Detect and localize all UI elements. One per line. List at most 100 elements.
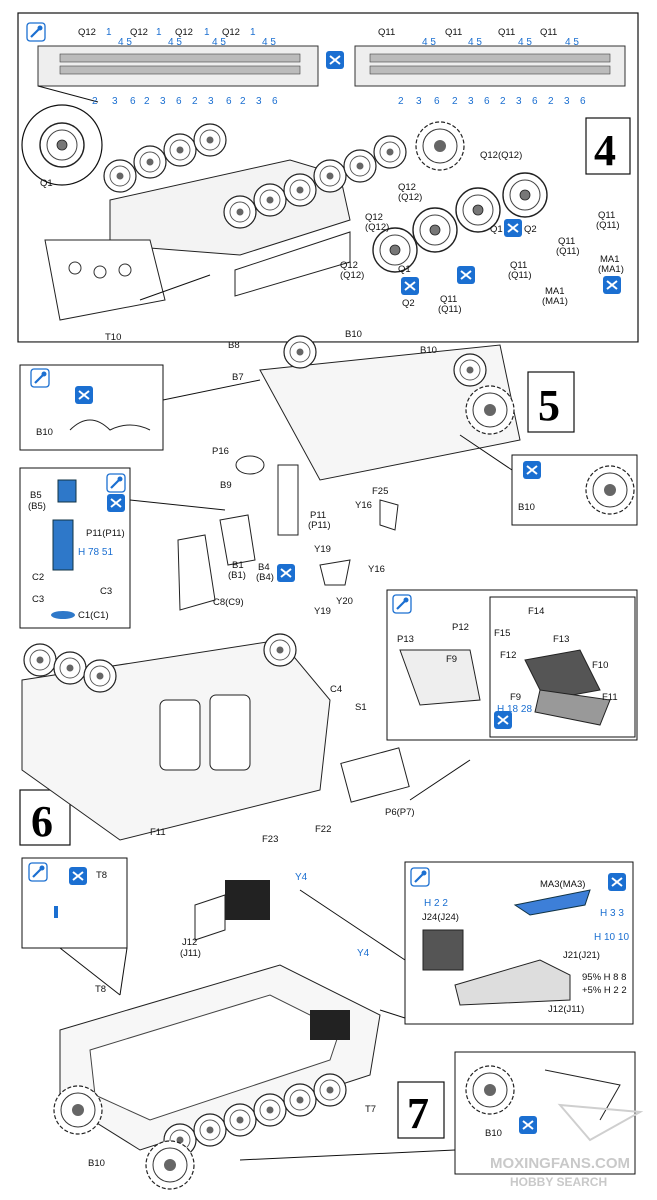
- part-number-45: 4 5: [422, 37, 436, 48]
- hull-rear: [259, 335, 521, 481]
- option-icon: [518, 1115, 538, 1135]
- p13-label: P13: [397, 634, 414, 645]
- callout-q11: Q11: [598, 210, 615, 221]
- step-4-number: 4: [594, 126, 616, 175]
- y19-label: Y19: [314, 606, 331, 617]
- paint-code: H 18 28: [497, 704, 532, 715]
- y4-label: Y4: [357, 948, 370, 959]
- s1-label: S1: [355, 702, 367, 713]
- b10-label: B10: [88, 1158, 105, 1169]
- callout-q11: (Q11): [596, 220, 620, 231]
- part-number: 3: [564, 96, 570, 107]
- c3-label: C3: [100, 586, 112, 597]
- part-number: 3: [416, 96, 422, 107]
- option-icon: [503, 218, 523, 238]
- part-number: 6: [272, 96, 278, 107]
- b10-label: B10: [345, 329, 362, 340]
- part-number-45: 4 5: [518, 37, 532, 48]
- part-number: 2: [452, 96, 458, 107]
- t8-label: T8: [96, 870, 107, 881]
- part-p11: [277, 464, 299, 536]
- option-icon: [400, 276, 420, 296]
- callout-q12: (Q12): [340, 270, 364, 281]
- b4-label: B4: [258, 562, 270, 573]
- step-7-number-box: [397, 1081, 445, 1139]
- step-6: 6 C4 S1 P6(P7) F11 F22 F23 P13 P12 F9 F1…: [19, 589, 638, 846]
- wheel-icon: [39, 122, 85, 168]
- callout-q12: Q12: [398, 182, 416, 193]
- j12-label: J12: [182, 937, 197, 948]
- p6-label: P6(P7): [385, 807, 415, 818]
- f12-label: F12: [500, 650, 516, 661]
- c3-label: C3: [32, 594, 44, 605]
- glue-icon: [27, 861, 49, 883]
- j21-label: J21(J21): [563, 950, 600, 961]
- t8-label: T8: [95, 984, 106, 995]
- part-number: 6: [130, 96, 136, 107]
- part-number-1: 1: [204, 27, 210, 38]
- q11-label: Q11: [378, 27, 395, 38]
- f13-label: F13: [553, 634, 569, 645]
- glue-icon: [391, 593, 413, 615]
- step-7-number: 7: [407, 1089, 429, 1138]
- part-number: 6: [580, 96, 586, 107]
- wheel-icon: [412, 207, 458, 253]
- t7-label: T7: [365, 1104, 376, 1115]
- step-4-number-box: [585, 117, 631, 175]
- part-number-45: 4 5: [168, 37, 182, 48]
- track-diagram-right: [354, 45, 626, 87]
- q11-label: Q11: [498, 27, 515, 38]
- q12-label: Q12: [130, 27, 148, 38]
- b8-label: B8: [228, 340, 240, 351]
- f14-label: F14: [528, 606, 544, 617]
- part-number-45: 4 5: [118, 37, 132, 48]
- part-number: 2: [92, 96, 98, 107]
- c8-label: C8(C9): [213, 597, 244, 608]
- track-diagram-left: [37, 45, 319, 103]
- q11-label: Q11: [540, 27, 557, 38]
- hull-top: [53, 964, 381, 1190]
- part-p6: [340, 747, 410, 803]
- part-number-45: 4 5: [212, 37, 226, 48]
- inset-tow-detail: [489, 596, 636, 738]
- option-icon: [456, 265, 476, 285]
- y4-label: Y4: [295, 872, 308, 883]
- part-number-1: 1: [106, 27, 112, 38]
- part-number-1: 1: [156, 27, 162, 38]
- hull-rear-view: [21, 633, 331, 841]
- y16-label: Y16: [368, 564, 385, 575]
- part-number: 3: [516, 96, 522, 107]
- part-number: 3: [208, 96, 214, 107]
- callout-q12: Q12(Q12): [480, 150, 522, 161]
- b5-label: B5: [30, 490, 42, 501]
- callout-q12: (Q12): [398, 192, 422, 203]
- step-6-number: 6: [31, 797, 53, 846]
- part-number: 6: [176, 96, 182, 107]
- paint-code: H 78 51: [78, 547, 113, 558]
- part-number: 6: [226, 96, 232, 107]
- part-t10: T10: [44, 239, 211, 343]
- b10-label: B10: [485, 1128, 502, 1139]
- part-number: 2: [500, 96, 506, 107]
- part-j12: [194, 894, 226, 941]
- paint-code: H 10 10: [594, 932, 629, 943]
- callout-q1: Q1: [398, 264, 411, 275]
- callout-q2: Q2: [402, 298, 415, 309]
- f15-label: F15: [494, 628, 510, 639]
- b1-label: (B1): [228, 570, 246, 581]
- ma3-label: MA3(MA3): [540, 879, 585, 890]
- glue-icon: [29, 367, 51, 389]
- part-number: 3: [160, 96, 166, 107]
- part-number: 3: [256, 96, 262, 107]
- y20-label: Y20: [336, 596, 353, 607]
- part-number: 6: [434, 96, 440, 107]
- b5-label: (B5): [28, 501, 46, 512]
- glue-icon: [105, 472, 127, 494]
- callout-q11: Q11: [558, 236, 575, 247]
- watermark: MOXINGFANS.COM HOBBY SEARCH: [490, 1103, 644, 1189]
- paint-ratio: +5% H 2 2: [582, 985, 627, 996]
- step-4: Q12 Q12 Q12 Q12 Q11 Q11 Q11 Q11 1 1 1 1 …: [17, 12, 639, 343]
- option-icon: [74, 385, 94, 405]
- part-number: 2: [144, 96, 150, 107]
